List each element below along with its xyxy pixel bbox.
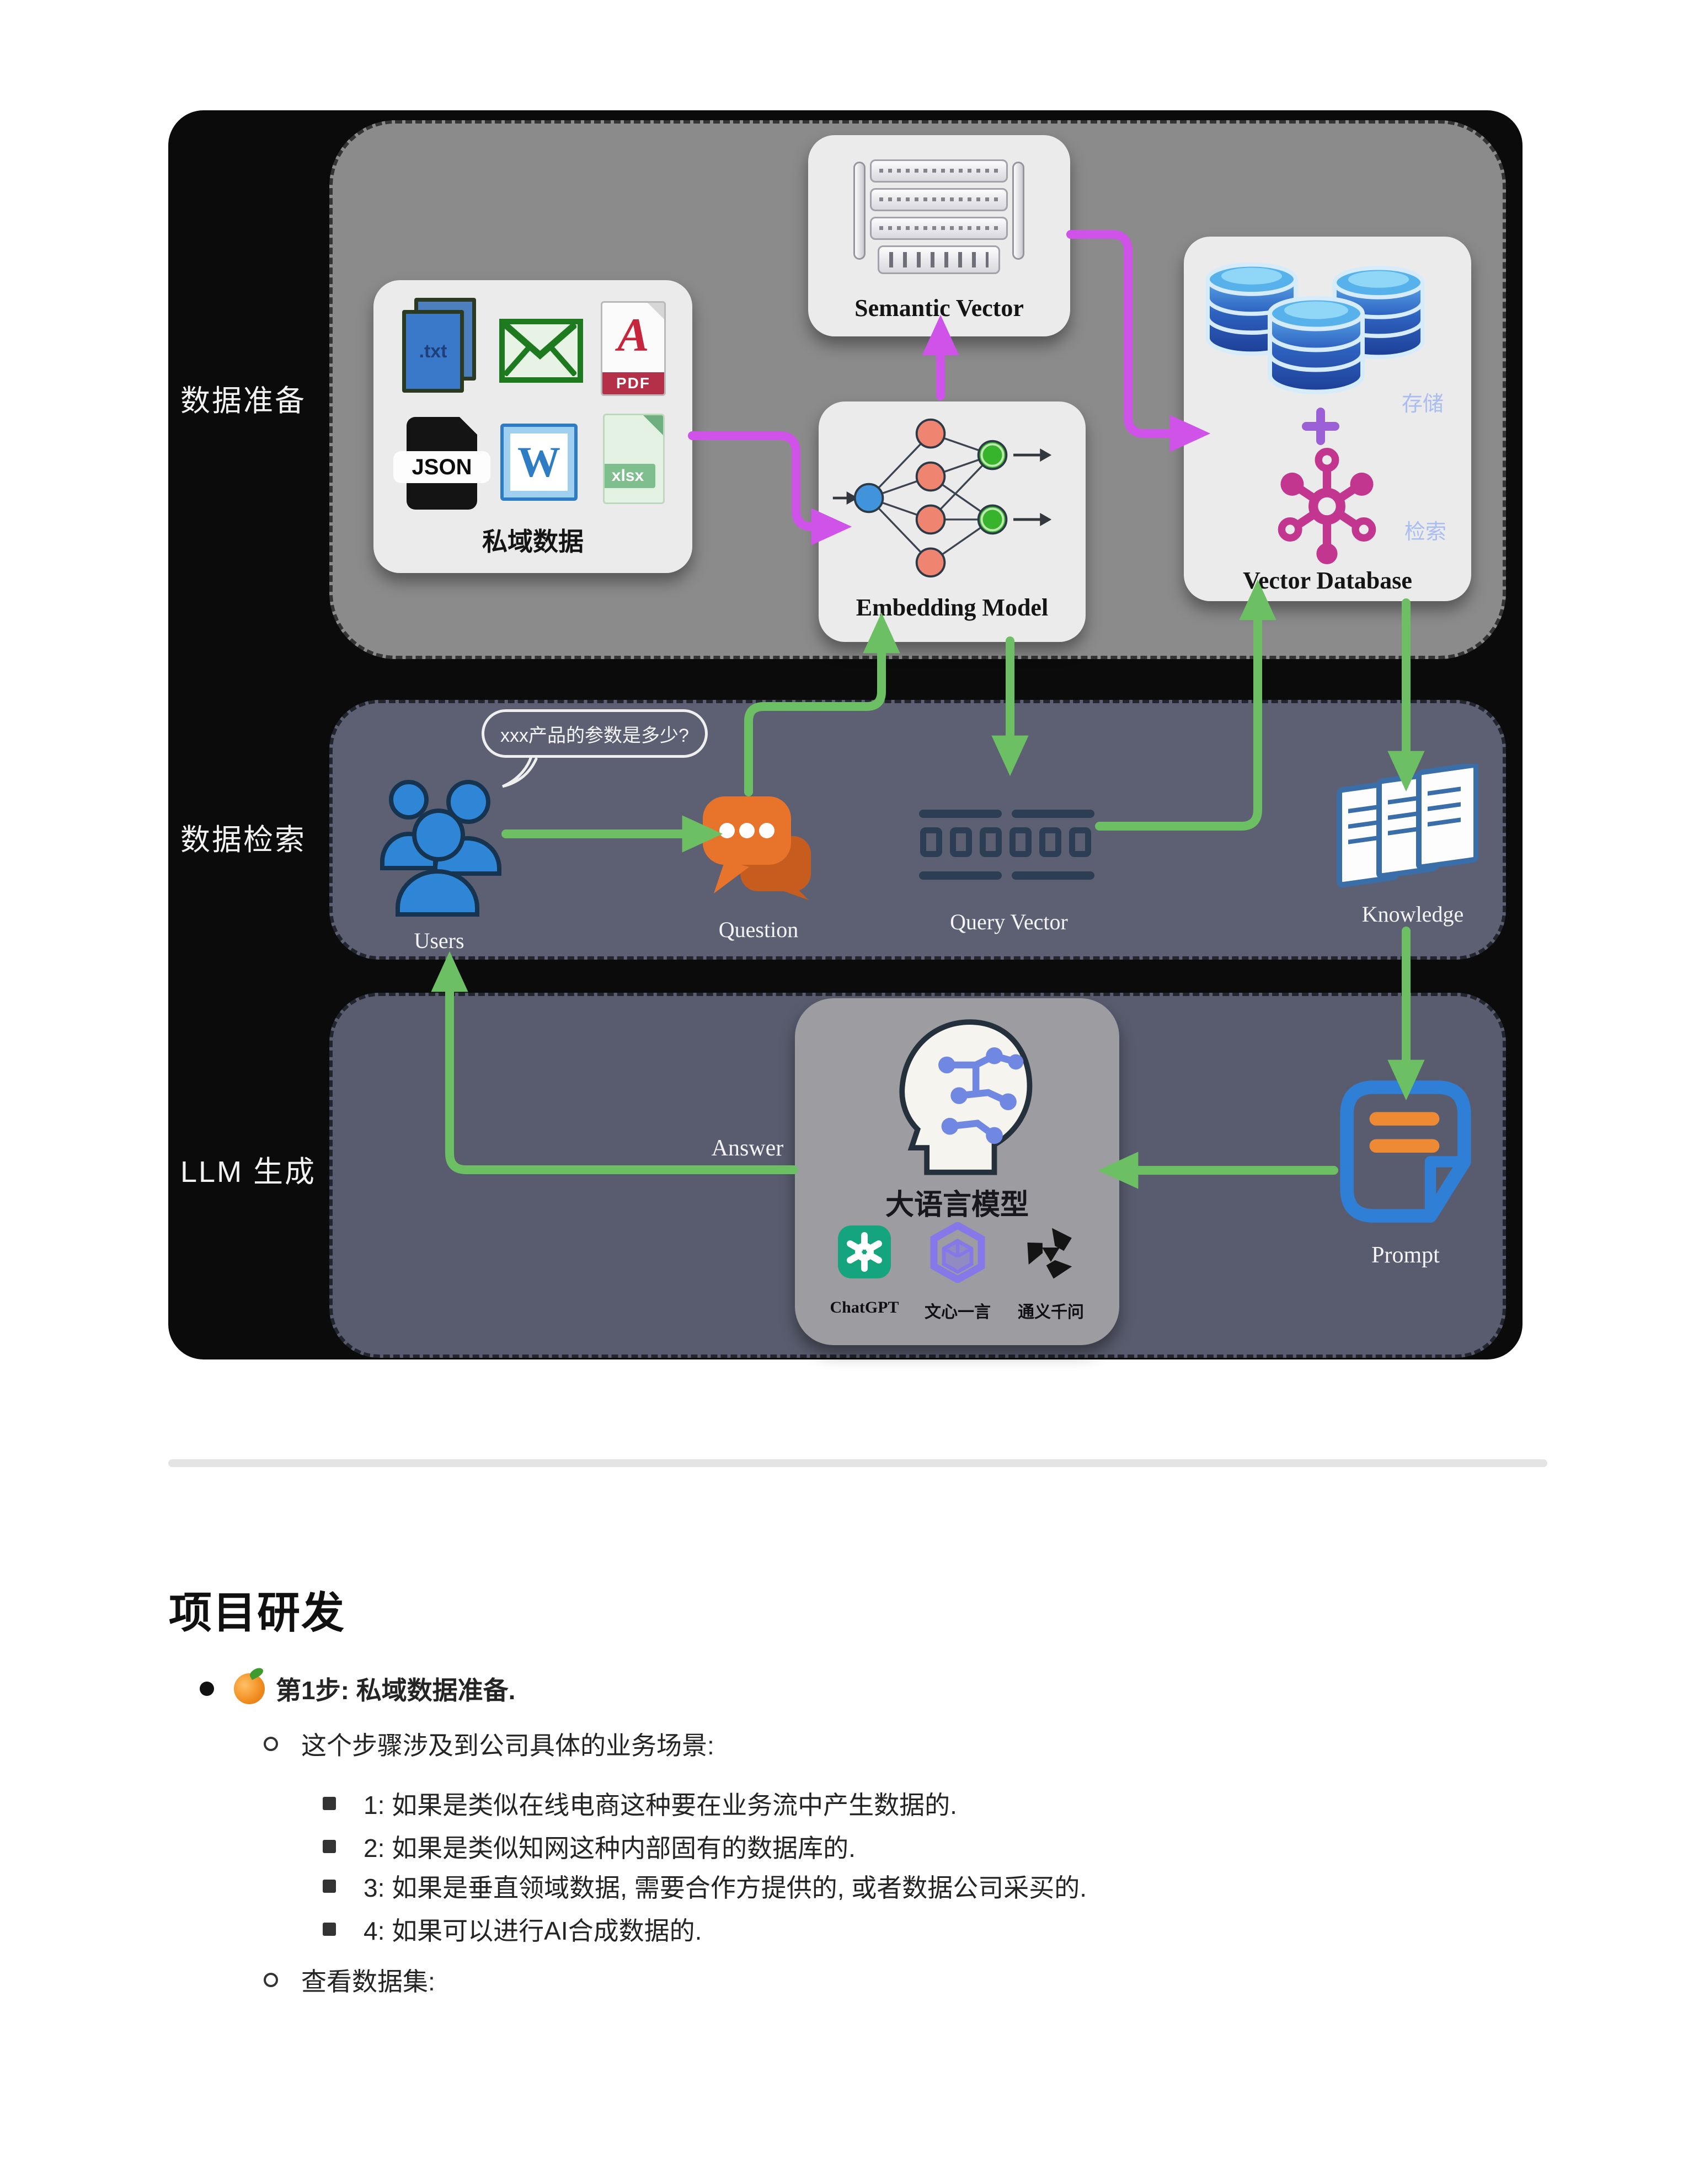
adobe-a-glyph: A bbox=[617, 308, 649, 361]
embedding-model-label: Embedding Model bbox=[856, 594, 1049, 621]
private-data-title: 私域数据 bbox=[482, 527, 584, 556]
question-icon bbox=[703, 796, 811, 900]
bullet-circle bbox=[264, 1973, 278, 1987]
tongyiqianwen-label: 通义千问 bbox=[1018, 1303, 1084, 1321]
embedding-model-box: Embedding Model bbox=[819, 402, 1086, 642]
list-item-step1: 第1步: 私域数据准备. bbox=[200, 1671, 515, 1706]
page-heading: 项目研发 bbox=[169, 1588, 346, 1637]
speech-bubble-text: xxx产品的参数是多少? bbox=[500, 725, 689, 746]
scenario-3-text: 3: 如果是垂直领域数据, 需要合作方提供的, 或者数据公司采买的. bbox=[364, 1873, 1087, 1902]
private-data-box: .txt A PDF JSON bbox=[373, 280, 692, 573]
store-label: 存储 bbox=[1402, 393, 1444, 416]
bullet-square bbox=[323, 1797, 336, 1810]
semantic-vector-box: Semantic Vector bbox=[808, 135, 1070, 336]
chatgpt-icon bbox=[838, 1225, 891, 1278]
pdf-band-label: PDF bbox=[602, 372, 664, 394]
txt-file-label: .txt bbox=[419, 340, 447, 362]
users-label: Users bbox=[414, 928, 464, 953]
word-file-icon: W bbox=[500, 424, 578, 501]
speech-bubble-tail bbox=[502, 756, 538, 788]
scenario-2-text: 2: 如果是类似知网这种内部固有的数据库的. bbox=[364, 1834, 856, 1862]
database-cylinder-icon bbox=[1268, 296, 1365, 394]
step1-text: 第1步: 私域数据准备. bbox=[276, 1676, 516, 1705]
list-item-scenario-2: 2: 如果是类似知网这种内部固有的数据库的. bbox=[323, 1829, 856, 1864]
neural-network-icon bbox=[832, 418, 1052, 578]
bullet-square bbox=[323, 1840, 336, 1853]
scenario-4-text: 4: 如果可以进行AI合成数据的. bbox=[364, 1917, 702, 1945]
answer-label: Answer bbox=[711, 1136, 784, 1161]
plus-icon bbox=[1302, 408, 1339, 445]
json-file-icon: JSON bbox=[393, 416, 493, 511]
prompt-icon bbox=[1340, 1080, 1471, 1223]
bullet-disc bbox=[200, 1682, 214, 1696]
search-label: 检索 bbox=[1404, 521, 1447, 544]
tongyiqianwen-icon bbox=[1025, 1225, 1076, 1281]
scenario-intro-text: 这个步骤涉及到公司具体的业务场景: bbox=[301, 1731, 714, 1760]
list-item-scenario-intro: 这个步骤涉及到公司具体的业务场景: bbox=[264, 1726, 714, 1762]
retrieval-hub-icon bbox=[1278, 447, 1376, 565]
query-vector-icon bbox=[919, 810, 1099, 888]
bullet-square bbox=[323, 1923, 336, 1936]
chatgpt-label: ChatGPT bbox=[830, 1298, 899, 1316]
list-item-scenario-3: 3: 如果是垂直领域数据, 需要合作方提供的, 或者数据公司采买的. bbox=[323, 1869, 1087, 1904]
wenxinyiyan-label: 文心一言 bbox=[925, 1303, 991, 1321]
row-label-data-retrieval: 数据检索 bbox=[180, 823, 306, 857]
list-item-scenario-1: 1: 如果是类似在线电商这种要在业务流中产生数据的. bbox=[323, 1786, 957, 1821]
prompt-label: Prompt bbox=[1371, 1243, 1440, 1268]
semantic-vector-icon bbox=[853, 156, 1024, 283]
dataset-note-text: 查看数据集: bbox=[301, 1967, 435, 1996]
list-item-scenario-4: 4: 如果可以进行AI合成数据的. bbox=[323, 1912, 702, 1947]
scenario-1-text: 1: 如果是类似在线电商这种要在业务流中产生数据的. bbox=[364, 1791, 957, 1819]
knowledge-label: Knowledge bbox=[1361, 902, 1464, 927]
txt-file-icon: .txt bbox=[402, 298, 490, 400]
semantic-vector-label: Semantic Vector bbox=[854, 295, 1024, 322]
wenxinyiyan-icon bbox=[930, 1222, 985, 1283]
vector-database-box: 存储 检索 Vector Database bbox=[1184, 237, 1471, 601]
question-speech-bubble: xxx产品的参数是多少? bbox=[482, 709, 708, 758]
question-label: Question bbox=[718, 917, 799, 942]
bullet-square bbox=[323, 1880, 336, 1893]
knowledge-icon bbox=[1337, 764, 1478, 888]
email-icon bbox=[499, 319, 583, 383]
json-label: JSON bbox=[393, 451, 490, 483]
query-vector-label: Query Vector bbox=[950, 909, 1068, 934]
llm-head-icon bbox=[899, 1019, 1033, 1175]
rag-architecture-figure[interactable]: 数据准备 数据检索 LLM 生成 .txt bbox=[168, 110, 1523, 1359]
section-divider bbox=[168, 1459, 1547, 1467]
row-label-data-prep: 数据准备 bbox=[180, 384, 306, 417]
vector-database-label: Vector Database bbox=[1243, 567, 1412, 594]
list-item-dataset-note: 查看数据集: bbox=[264, 1962, 435, 1998]
users-icon bbox=[380, 780, 501, 917]
row-label-llm-generation: LLM 生成 bbox=[180, 1155, 317, 1189]
llm-box: 大语言模型 bbox=[795, 998, 1119, 1345]
llm-title: 大语言模型 bbox=[885, 1189, 1029, 1221]
word-w-glyph: W bbox=[510, 433, 568, 491]
bullet-circle bbox=[264, 1737, 278, 1751]
pdf-file-icon: A PDF bbox=[601, 301, 666, 396]
xlsx-file-icon: xlsx bbox=[603, 414, 665, 504]
tangerine-emoji bbox=[234, 1673, 265, 1704]
xlsx-band-label: xlsx bbox=[605, 464, 655, 488]
